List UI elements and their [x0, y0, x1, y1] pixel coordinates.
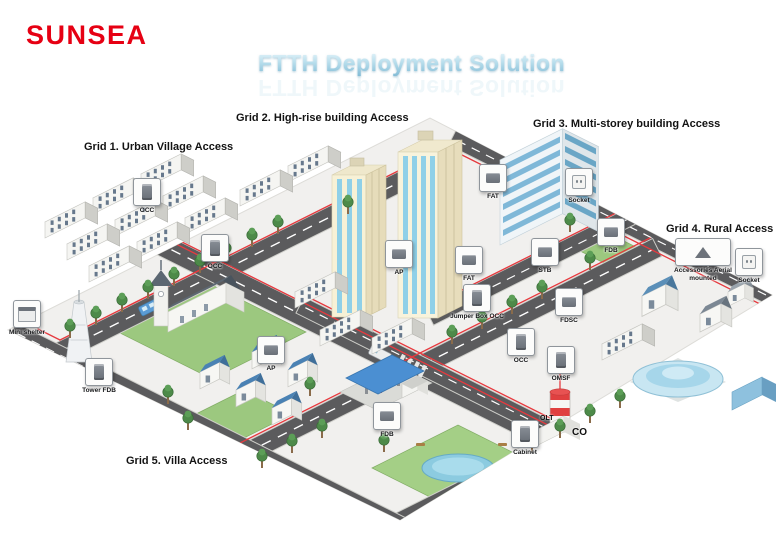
- callout-aerial-accessories: Accessories Aerial mounted: [668, 238, 738, 283]
- device-box: [373, 402, 401, 430]
- callout-label: AP: [394, 269, 404, 276]
- callout-label: STB: [538, 267, 552, 274]
- cabinet-icon: [556, 352, 566, 368]
- co-label: CO: [572, 427, 587, 438]
- water-tower: [65, 290, 93, 363]
- sunsea-logo: SUNSEA: [26, 20, 148, 50]
- callout-label: FDB: [604, 247, 618, 254]
- cabinet-icon: [210, 240, 220, 256]
- callout-label: Cabinet: [513, 449, 537, 456]
- device-box: [85, 358, 113, 386]
- device-box: [257, 336, 285, 364]
- socket-icon: [572, 175, 586, 189]
- church: [149, 260, 245, 333]
- callout-label: OMSF: [551, 375, 571, 382]
- callout-label: FAT: [487, 193, 499, 200]
- device-box: [455, 246, 483, 274]
- stadium-dome: [630, 358, 726, 402]
- callout-label: FDB: [380, 431, 394, 438]
- callout-label: Tower FDB: [82, 387, 116, 394]
- device-box-icon: [392, 249, 406, 259]
- callout-cabinet: Cabinet: [495, 420, 555, 457]
- device-box: [675, 238, 731, 266]
- device-box: [547, 346, 575, 374]
- grid-label-rural: Grid 4. Rural Access: [666, 223, 774, 235]
- callout-label: OCC: [207, 263, 223, 270]
- device-box: [511, 420, 539, 448]
- device-box-icon: [604, 227, 618, 237]
- cabinet-icon: [94, 364, 104, 380]
- cabinet-icon: [472, 290, 482, 306]
- callout-fat-highrise: FAT: [439, 246, 499, 283]
- callout-ap-highrise: AP: [369, 240, 429, 277]
- device-box: [133, 178, 161, 206]
- callout-fdb-villa: FDB: [357, 402, 417, 439]
- callout-fdb-rural-road: FDB: [581, 218, 641, 255]
- callout-label: Socket: [568, 197, 590, 204]
- device-box-icon: [462, 255, 476, 265]
- socket-icon: [742, 255, 756, 269]
- callout-stb: STB: [515, 238, 575, 275]
- device-box: [463, 284, 491, 312]
- grid-label-high-rise: Grid 2. High-rise building Access: [236, 112, 409, 124]
- grid-label-urban-village: Grid 1. Urban Village Access: [84, 141, 234, 153]
- callout-label: Mini shelter: [8, 329, 46, 336]
- callout-omsf: OMSF: [531, 346, 591, 383]
- device-box-icon: [264, 345, 278, 355]
- highrise-towers: [294, 130, 463, 355]
- office-building: [731, 376, 776, 411]
- grid-label-multi-storey: Grid 3. Multi-storey building Access: [533, 118, 721, 130]
- page-title-reflection: FTTH Deployment Solution: [258, 75, 566, 101]
- olt-label: OLT: [540, 415, 554, 422]
- device-box-icon: [380, 411, 394, 421]
- callout-label: OCC: [513, 357, 529, 364]
- callout-label: OCC: [139, 207, 155, 214]
- callout-label: Jumper Box OCC: [450, 313, 504, 320]
- device-box: [479, 164, 507, 192]
- callout-ap-villa: AP: [241, 336, 301, 373]
- callout-jumper-box-occ: Jumper Box OCC: [447, 284, 507, 321]
- device-box: [565, 168, 593, 196]
- antenna-icon: [695, 246, 711, 258]
- device-box-icon: [562, 297, 576, 307]
- callout-label: FAT: [463, 275, 475, 282]
- callout-occ-grid1-a: OCC: [117, 178, 177, 215]
- device-box: [555, 288, 583, 316]
- device-box: [531, 238, 559, 266]
- cabinet-icon: [520, 426, 530, 442]
- device-box: [507, 328, 535, 356]
- device-box-icon: [538, 247, 552, 257]
- callout-occ-grid1-b: OCC: [185, 234, 245, 271]
- device-box: [735, 248, 763, 276]
- device-box: [597, 218, 625, 246]
- device-box: [201, 234, 229, 262]
- device-box-icon: [486, 173, 500, 183]
- shelter-icon: [18, 306, 36, 322]
- page-title: FTTH Deployment Solution: [258, 50, 566, 76]
- callout-tower-fdb: Tower FDB: [69, 358, 129, 395]
- callout-socket-rural: Socket: [719, 248, 779, 285]
- callout-label: FDSC: [560, 317, 578, 324]
- device-box: [13, 300, 41, 328]
- cabinet-icon: [142, 184, 152, 200]
- callout-label: Socket: [738, 277, 760, 284]
- grid-label-villa: Grid 5. Villa Access: [126, 455, 228, 467]
- callout-fdsc: FDSC: [539, 288, 599, 325]
- callout-mini-shelter: Mini shelter: [0, 300, 57, 337]
- gas-station: [339, 354, 433, 411]
- callout-occ-center: OCC: [491, 328, 551, 365]
- callout-label: AP: [266, 365, 276, 372]
- cabinet-icon: [516, 334, 526, 350]
- callout-label: Accessories Aerial mounted: [674, 267, 732, 283]
- callout-socket-multistorey: Socket: [549, 168, 609, 205]
- device-box: [385, 240, 413, 268]
- callout-fat-multistorey: FAT: [463, 164, 523, 201]
